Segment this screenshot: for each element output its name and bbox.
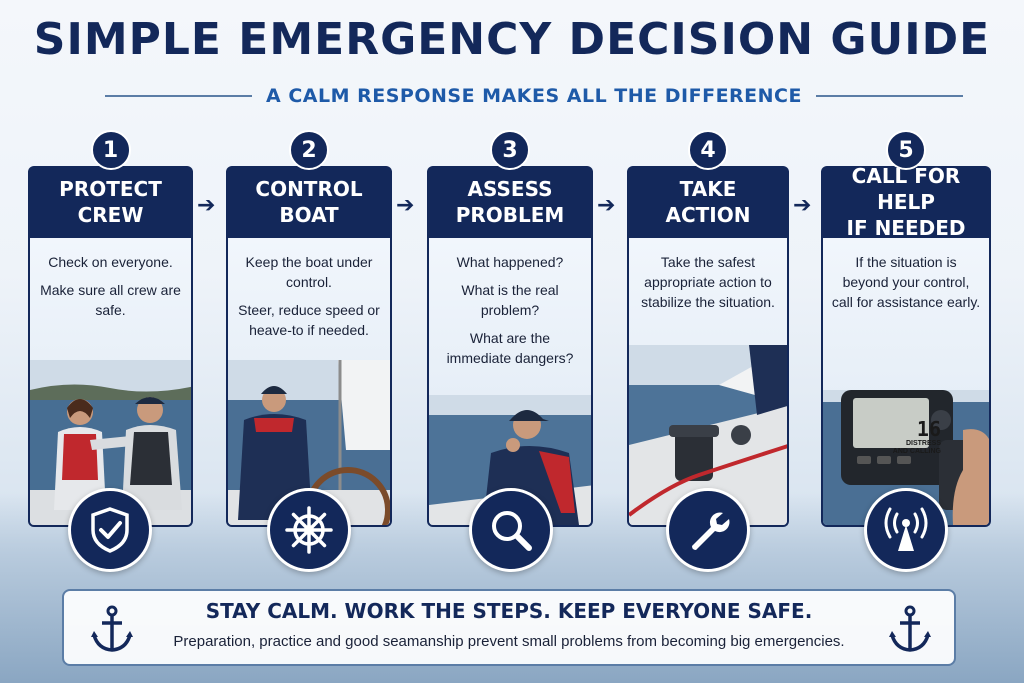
radio-channel: 16	[916, 417, 941, 441]
step-number-4: 4	[688, 130, 728, 170]
step-number-1: 1	[90, 130, 131, 170]
footer-headline: STAY CALM. WORK THE STEPS. KEEP EVERYONE…	[205, 599, 813, 623]
footer-subline: Preparation, practice and good seamanshi…	[173, 633, 845, 650]
subtitle-row: A CALM RESPONSE MAKES ALL THE DIFFERENCE	[105, 84, 963, 108]
step-text-1: Check on everyone. Make sure all crew ar…	[30, 238, 191, 320]
step-body-3: What happened? What is the real problem?…	[427, 238, 593, 527]
footer-banner: STAY CALM. WORK THE STEPS. KEEP EVERYONE…	[62, 589, 956, 666]
step-title-4-line1: TAKE	[679, 177, 737, 201]
arrow-icon-1: ➔	[197, 192, 216, 217]
shield-check-icon	[68, 488, 152, 572]
step-card-1: 1 PROTECT CREW Check on everyone. Make s…	[28, 130, 193, 527]
anchor-icon-right	[889, 605, 931, 652]
step-text-4: Take the safest appropriate action to st…	[629, 238, 787, 312]
step-body-4: Take the safest appropriate action to st…	[627, 238, 789, 527]
arrow-icon-4: ➔	[793, 192, 812, 217]
step-3-line-3: What are the immediate dangers?	[446, 330, 574, 366]
step-card-3: 3 ASSESS PROBLEM What happened? What is …	[427, 130, 593, 527]
crew-check-photo	[30, 360, 191, 525]
arrow-icon-3: ➔	[597, 192, 616, 217]
step-title-2-line1: CONTROL	[255, 177, 363, 201]
step-5-line-1: If the situation is beyond your control,…	[831, 254, 981, 310]
radio-signal-icon	[864, 488, 948, 572]
step-1-line-1: Check on everyone.	[48, 254, 173, 270]
step-number-3: 3	[490, 130, 530, 170]
step-2-line-2: Steer, reduce speed or heave-to if neede…	[238, 302, 380, 338]
step-4-line-1: Take the safest appropriate action to st…	[641, 254, 775, 310]
step-title-3-line2: PROBLEM	[455, 203, 565, 227]
step-text-3: What happened? What is the real problem?…	[429, 238, 591, 368]
magnifier-icon	[469, 488, 553, 572]
step-title-2-line2: BOAT	[279, 203, 339, 227]
arrow-icon-2: ➔	[396, 192, 415, 217]
step-title-5-line2: IF NEEDED	[846, 216, 966, 240]
step-3-line-1: What happened?	[456, 254, 564, 270]
winch-action-photo	[629, 345, 787, 525]
divider-right	[815, 95, 963, 97]
anchor-icon-left	[91, 605, 133, 652]
ship-wheel-icon	[267, 488, 351, 572]
page-subtitle: A CALM RESPONSE MAKES ALL THE DIFFERENCE	[266, 85, 802, 107]
step-title-3: ASSESS PROBLEM	[427, 166, 593, 238]
step-title-2: CONTROL BOAT	[226, 166, 392, 238]
step-card-4: 4 TAKE ACTION Take the safest appropriat…	[627, 130, 789, 527]
step-title-1: PROTECT CREW	[28, 166, 193, 238]
step-3-line-2: What is the real problem?	[461, 282, 559, 318]
step-title-4-line2: ACTION	[665, 203, 751, 227]
step-card-2: 2 CONTROL BOAT Keep the boat under contr…	[226, 130, 392, 527]
step-title-4: TAKE ACTION	[627, 166, 789, 238]
wrench-icon	[666, 488, 750, 572]
step-number-2: 2	[289, 130, 329, 170]
step-body-2: Keep the boat under control. Steer, redu…	[226, 238, 392, 527]
step-text-5: If the situation is beyond your control,…	[823, 238, 989, 312]
step-title-5-line1: CALL FOR HELP	[851, 164, 961, 214]
radio-display: 16 DISTRESS AND CALLING	[871, 416, 947, 466]
step-1-line-2: Make sure all crew are safe.	[40, 282, 181, 318]
page-title: SIMPLE EMERGENCY DECISION GUIDE	[33, 14, 991, 65]
step-number-5: 5	[886, 130, 926, 170]
step-title-3-line1: ASSESS	[467, 177, 553, 201]
radio-label-line1: DISTRESS	[905, 440, 941, 447]
step-body-5: If the situation is beyond your control,…	[821, 238, 991, 527]
radio-label-line2: AND CALLING	[892, 448, 941, 455]
step-title-1-line1: PROTECT	[59, 177, 162, 201]
divider-left	[105, 95, 253, 97]
step-text-2: Keep the boat under control. Steer, redu…	[228, 238, 390, 340]
step-card-5: 5 CALL FOR HELP IF NEEDED If the situati…	[821, 130, 991, 527]
step-2-line-1: Keep the boat under control.	[245, 254, 373, 290]
step-body-1: Check on everyone. Make sure all crew ar…	[28, 238, 193, 527]
step-title-5: CALL FOR HELP IF NEEDED	[821, 164, 991, 240]
step-title-1-line2: CREW	[77, 203, 144, 227]
